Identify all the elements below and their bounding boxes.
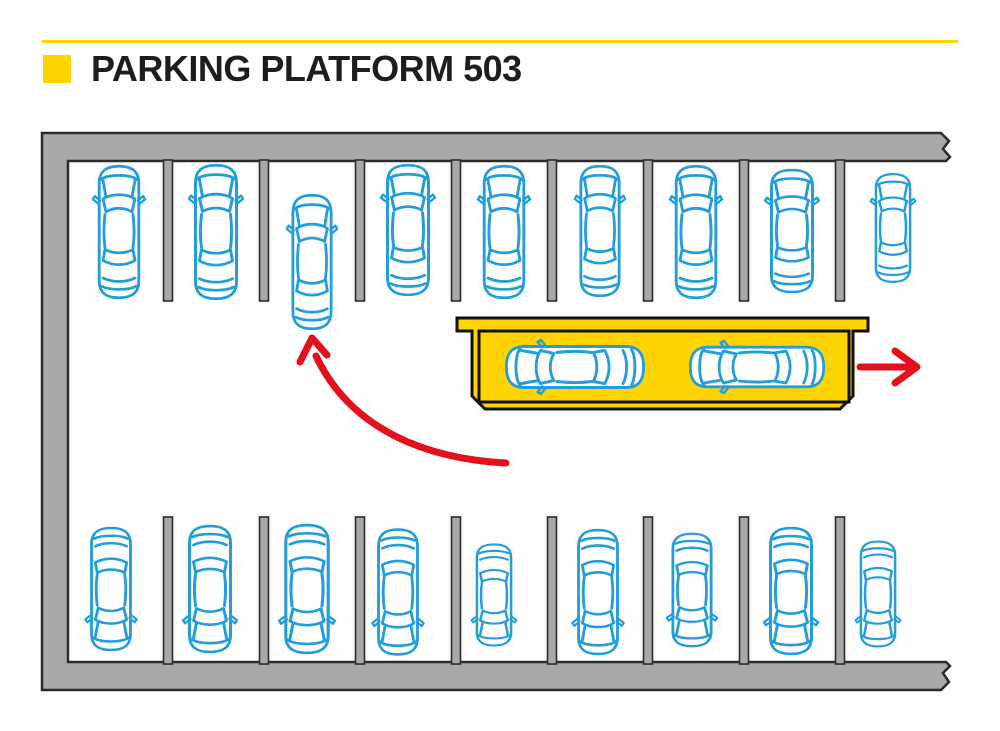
car-top-view — [570, 528, 626, 656]
car-top-view — [187, 163, 245, 301]
car-top-view — [763, 168, 821, 294]
title-bullet-icon — [43, 55, 71, 83]
car-top-view — [379, 163, 437, 297]
car-top-view — [573, 164, 627, 298]
car-top-view — [665, 532, 719, 648]
stall-divider-bottom — [354, 516, 366, 665]
stall-divider-top — [450, 159, 462, 302]
stall-divider-bottom — [738, 516, 750, 665]
garage-wall — [40, 131, 952, 692]
car-top-view — [854, 540, 902, 648]
car-top-view — [869, 172, 917, 284]
car-top-view — [688, 339, 826, 395]
stall-divider-bottom — [258, 516, 270, 665]
route-arrows — [296, 334, 921, 467]
page-title: PARKING PLATFORM 503 — [91, 48, 522, 89]
stall-divider-top — [162, 159, 174, 302]
stall-divider-bottom — [834, 516, 846, 665]
car-top-view — [277, 523, 337, 655]
stall-divider-top — [642, 159, 654, 302]
stall-divider-top — [834, 159, 846, 302]
stall-divider-bottom — [642, 516, 654, 665]
curved-route-arrow — [312, 352, 510, 467]
car-top-view — [83, 526, 139, 652]
stall-divider-top — [738, 159, 750, 302]
stall-divider-bottom — [162, 516, 174, 665]
car-top-view — [285, 193, 339, 331]
stall-divider-top — [354, 159, 366, 302]
stall-divider-bottom — [450, 516, 462, 665]
garage-structure — [40, 131, 952, 692]
curved-route-arrowhead-icon — [296, 334, 331, 366]
stall-divider-bottom — [546, 516, 558, 665]
car-top-view — [476, 164, 532, 300]
platform-exit-arrowhead-icon — [891, 347, 921, 387]
stall-divider-top — [258, 159, 270, 302]
car-top-view — [470, 543, 518, 647]
car-top-view — [504, 338, 646, 396]
stall-divider-top — [546, 159, 558, 302]
car-top-view — [91, 164, 147, 300]
parking-dividers — [162, 159, 846, 665]
car-top-view — [762, 526, 820, 656]
car-top-view — [370, 528, 426, 656]
accent-rule — [42, 40, 958, 43]
car-top-view — [181, 524, 239, 654]
car-top-view — [668, 164, 724, 300]
